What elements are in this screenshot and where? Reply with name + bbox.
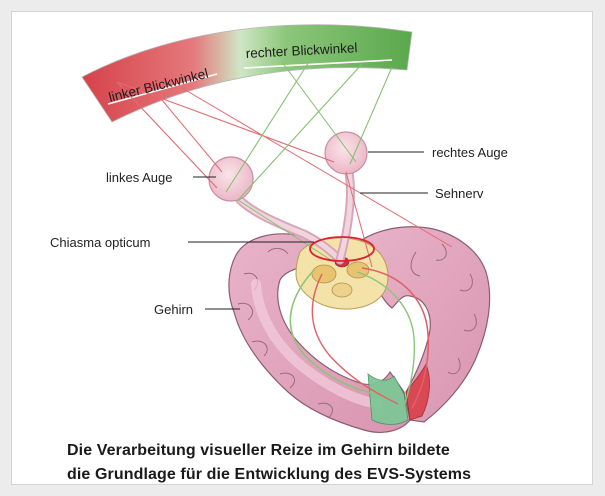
visual-field-arc bbox=[82, 25, 412, 122]
label-right-eye: rechtes Auge bbox=[432, 145, 508, 160]
label-optic-nerve: Sehnerv bbox=[435, 186, 484, 201]
figure-caption: Die Verarbeitung visueller Reize im Gehi… bbox=[67, 439, 587, 487]
label-chiasm: Chiasma opticum bbox=[50, 235, 150, 250]
label-brain: Gehirn bbox=[154, 302, 193, 317]
visual-pathway-diagram: linker Blickwinkel rechter Blickwinkel r… bbox=[12, 12, 594, 486]
figure-panel: linker Blickwinkel rechter Blickwinkel r… bbox=[11, 11, 593, 485]
caption-line-1: Die Verarbeitung visueller Reize im Gehi… bbox=[67, 439, 587, 463]
label-left-eye: linkes Auge bbox=[106, 170, 173, 185]
caption-line-2: die Grundlage für die Entwicklung des EV… bbox=[67, 463, 587, 487]
brain bbox=[229, 227, 490, 433]
eyes bbox=[209, 132, 367, 201]
